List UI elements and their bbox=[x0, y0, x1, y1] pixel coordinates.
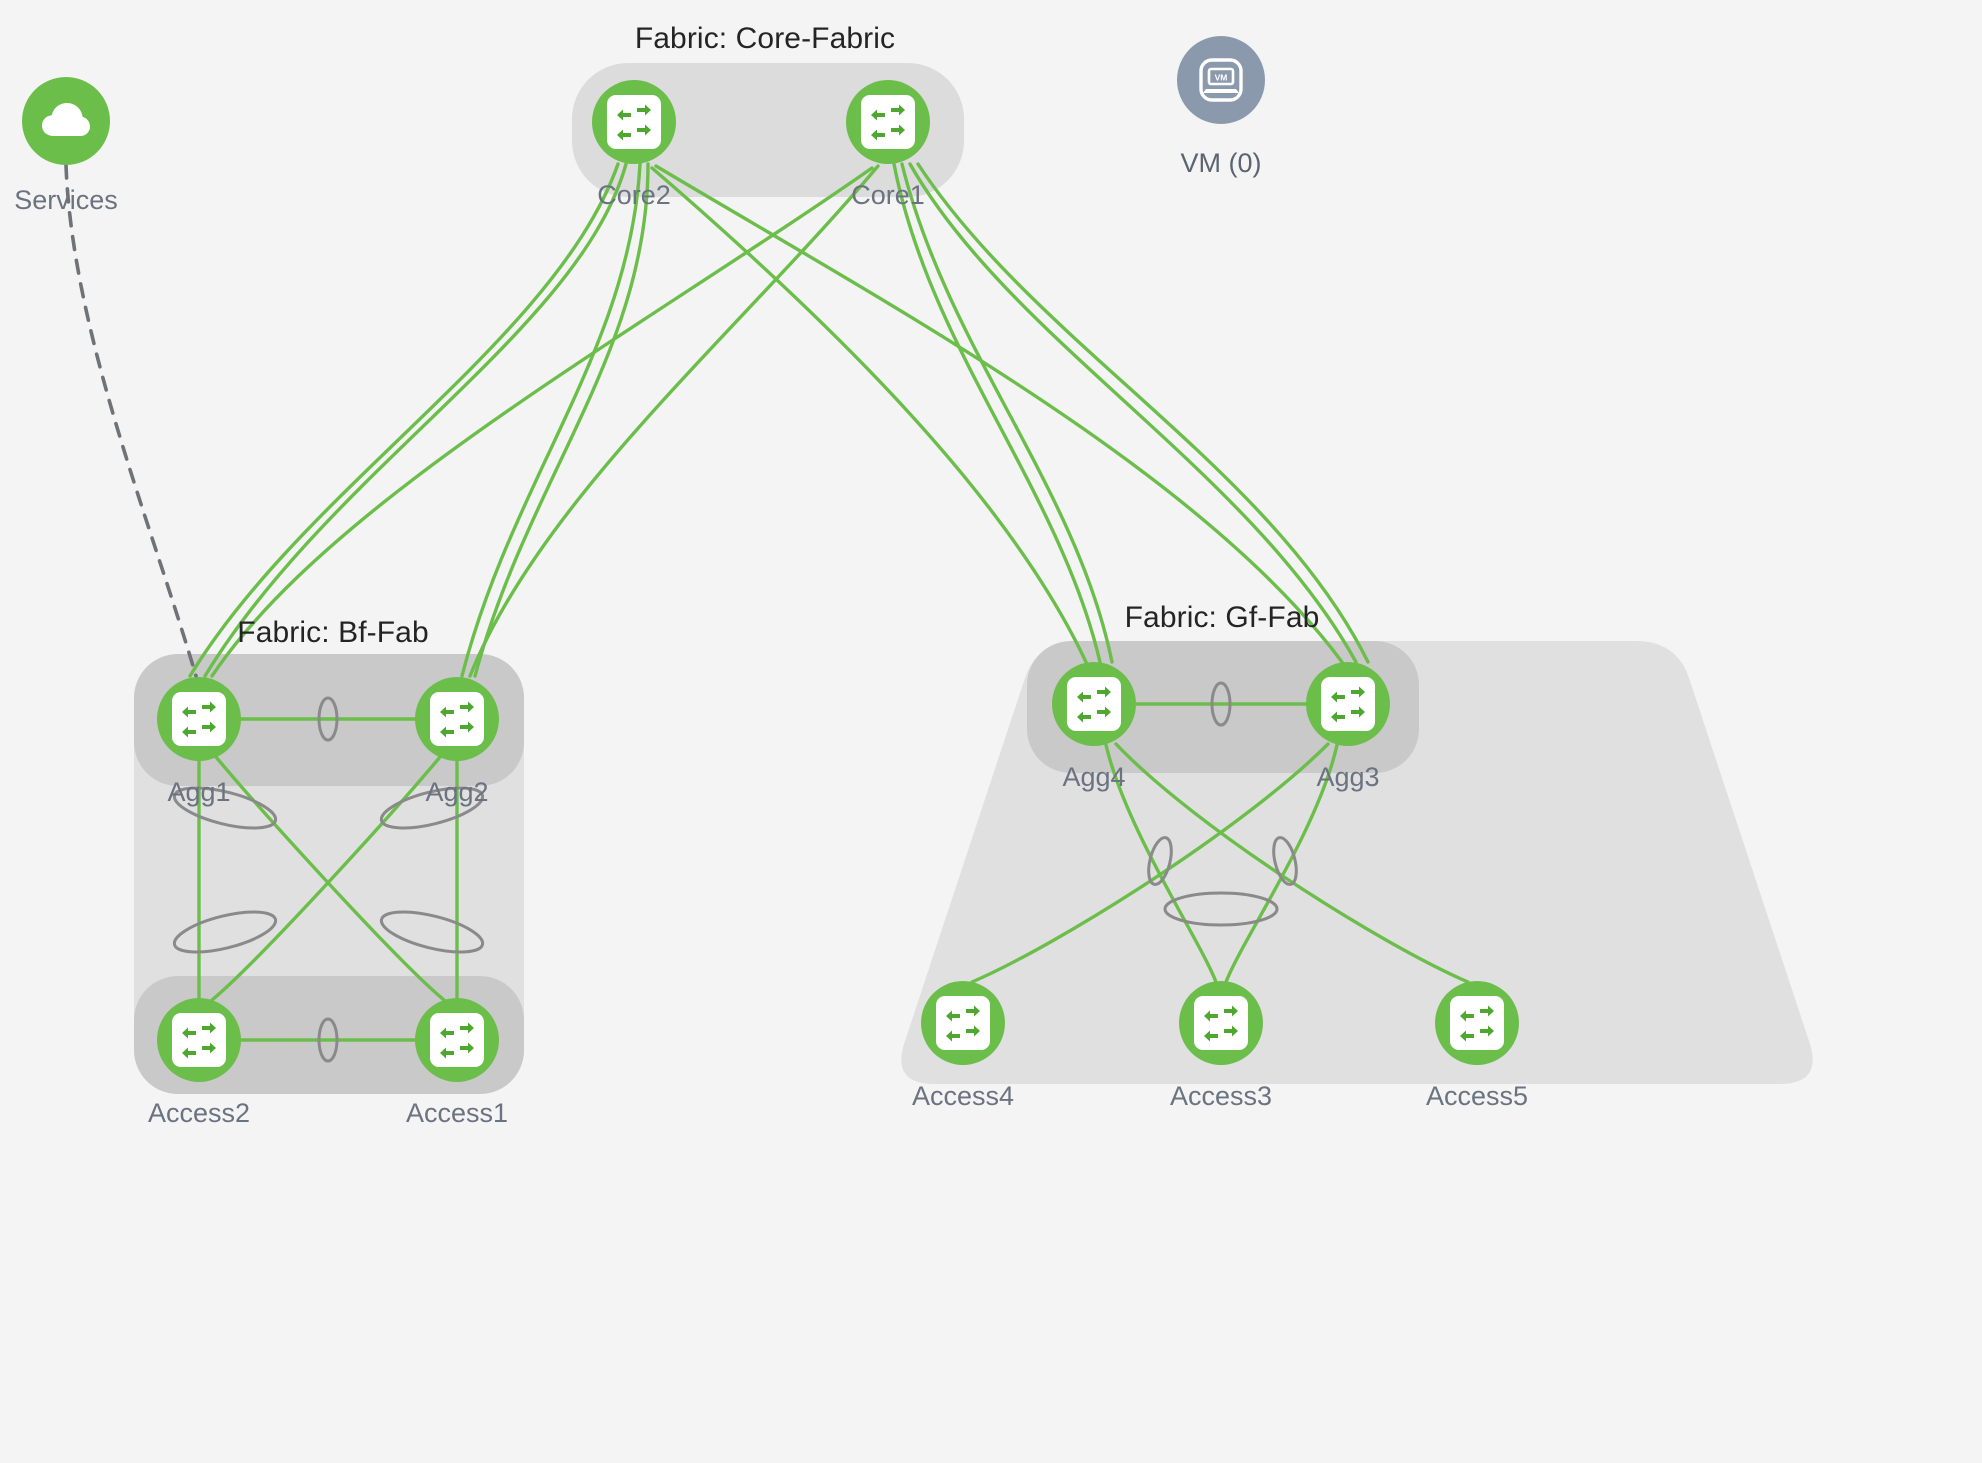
svg-text:VM: VM bbox=[1215, 73, 1228, 83]
switch-arrows-icon bbox=[1321, 677, 1375, 731]
node-label-core2: Core2 bbox=[597, 180, 671, 210]
switch-arrows-icon bbox=[172, 692, 226, 746]
link-bundle-indicator[interactable] bbox=[1210, 681, 1232, 727]
link-services-agg1[interactable] bbox=[64, 163, 198, 678]
fabric-title-gf: Fabric: Gf-Fab bbox=[1124, 601, 1320, 634]
switch-arrows-icon bbox=[1450, 996, 1504, 1050]
link-agg4-access5[interactable] bbox=[1114, 742, 1470, 984]
links-layer bbox=[64, 162, 1470, 1042]
link-bundle-indicator[interactable] bbox=[1163, 891, 1279, 927]
node-label-agg4: Agg4 bbox=[1062, 762, 1126, 792]
laptop-vm-icon: VM bbox=[1199, 58, 1243, 102]
link-agg3-access3[interactable] bbox=[1224, 743, 1339, 984]
link-agg2-access2[interactable] bbox=[210, 755, 442, 1002]
vm-circle[interactable]: VM bbox=[1177, 36, 1265, 124]
agg4-circle[interactable] bbox=[1052, 662, 1136, 746]
node-label-core1: Core1 bbox=[851, 180, 925, 210]
link-core2-agg2[interactable] bbox=[460, 162, 642, 678]
agg2-circle[interactable] bbox=[415, 677, 499, 761]
link-bundle-indicator[interactable] bbox=[1144, 835, 1175, 886]
node-label-services: Services bbox=[14, 185, 118, 215]
node-label-agg1: Agg1 bbox=[167, 777, 231, 807]
link-core2-agg1-b[interactable] bbox=[188, 162, 620, 678]
core1-circle[interactable] bbox=[846, 80, 930, 164]
link-bundles-layer bbox=[171, 681, 1300, 1063]
link-core2-agg3[interactable] bbox=[654, 164, 1344, 664]
agg1-circle[interactable] bbox=[157, 677, 241, 761]
link-core2-agg2-b[interactable] bbox=[473, 162, 650, 678]
link-core1-agg4[interactable] bbox=[892, 162, 1102, 664]
access1-circle[interactable] bbox=[415, 998, 499, 1082]
switch-arrows-icon bbox=[936, 996, 990, 1050]
link-core1-agg1[interactable] bbox=[210, 166, 874, 678]
core2-circle[interactable] bbox=[592, 80, 676, 164]
link-bundle-indicator[interactable] bbox=[317, 1017, 339, 1063]
fabric-title-core: Fabric: Core-Fabric bbox=[634, 22, 896, 55]
switch-arrows-icon bbox=[430, 692, 484, 746]
switch-arrows-icon bbox=[1067, 677, 1121, 731]
access2-circle[interactable] bbox=[157, 998, 241, 1082]
link-bundle-indicator[interactable] bbox=[378, 780, 487, 836]
node-label-agg3: Agg3 bbox=[1316, 762, 1380, 792]
link-core2-agg4[interactable] bbox=[650, 166, 1088, 664]
node-label-access1: Access1 bbox=[405, 1098, 509, 1128]
node-label-access3: Access3 bbox=[1169, 1081, 1273, 1111]
fabric-title-bf: Fabric: Bf-Fab bbox=[237, 616, 429, 649]
link-core1-agg2[interactable] bbox=[468, 164, 880, 678]
link-bundle-indicator[interactable] bbox=[378, 904, 487, 960]
node-label-vm: VM (0) bbox=[1180, 148, 1262, 178]
access5-circle[interactable] bbox=[1435, 981, 1519, 1065]
node-label-agg2: Agg2 bbox=[425, 777, 489, 807]
link-core2-agg1[interactable] bbox=[203, 162, 628, 678]
link-core1-agg3-b[interactable] bbox=[916, 162, 1370, 664]
link-core1-agg4-b[interactable] bbox=[900, 162, 1114, 664]
switch-arrows-icon bbox=[607, 95, 661, 149]
node-label-access5: Access5 bbox=[1425, 1081, 1529, 1111]
access4-circle[interactable] bbox=[921, 981, 1005, 1065]
link-bundle-indicator[interactable] bbox=[171, 904, 280, 960]
node-label-access2: Access2 bbox=[147, 1098, 251, 1128]
services-circle[interactable] bbox=[22, 77, 110, 165]
link-agg1-access1[interactable] bbox=[214, 755, 446, 1002]
link-bundle-indicator[interactable] bbox=[1269, 835, 1300, 886]
cloud-icon bbox=[42, 103, 90, 136]
fabric-shapes bbox=[134, 63, 1813, 1094]
node-label-access4: Access4 bbox=[911, 1081, 1015, 1111]
agg3-circle[interactable] bbox=[1306, 662, 1390, 746]
switch-arrows-icon bbox=[430, 1013, 484, 1067]
link-bundle-indicator[interactable] bbox=[171, 780, 280, 836]
link-core1-agg3[interactable] bbox=[908, 162, 1358, 664]
switch-arrows-icon bbox=[861, 95, 915, 149]
access3-circle[interactable] bbox=[1179, 981, 1263, 1065]
switch-arrows-icon bbox=[1194, 996, 1248, 1050]
link-bundle-indicator[interactable] bbox=[317, 696, 339, 742]
switch-arrows-icon bbox=[172, 1013, 226, 1067]
